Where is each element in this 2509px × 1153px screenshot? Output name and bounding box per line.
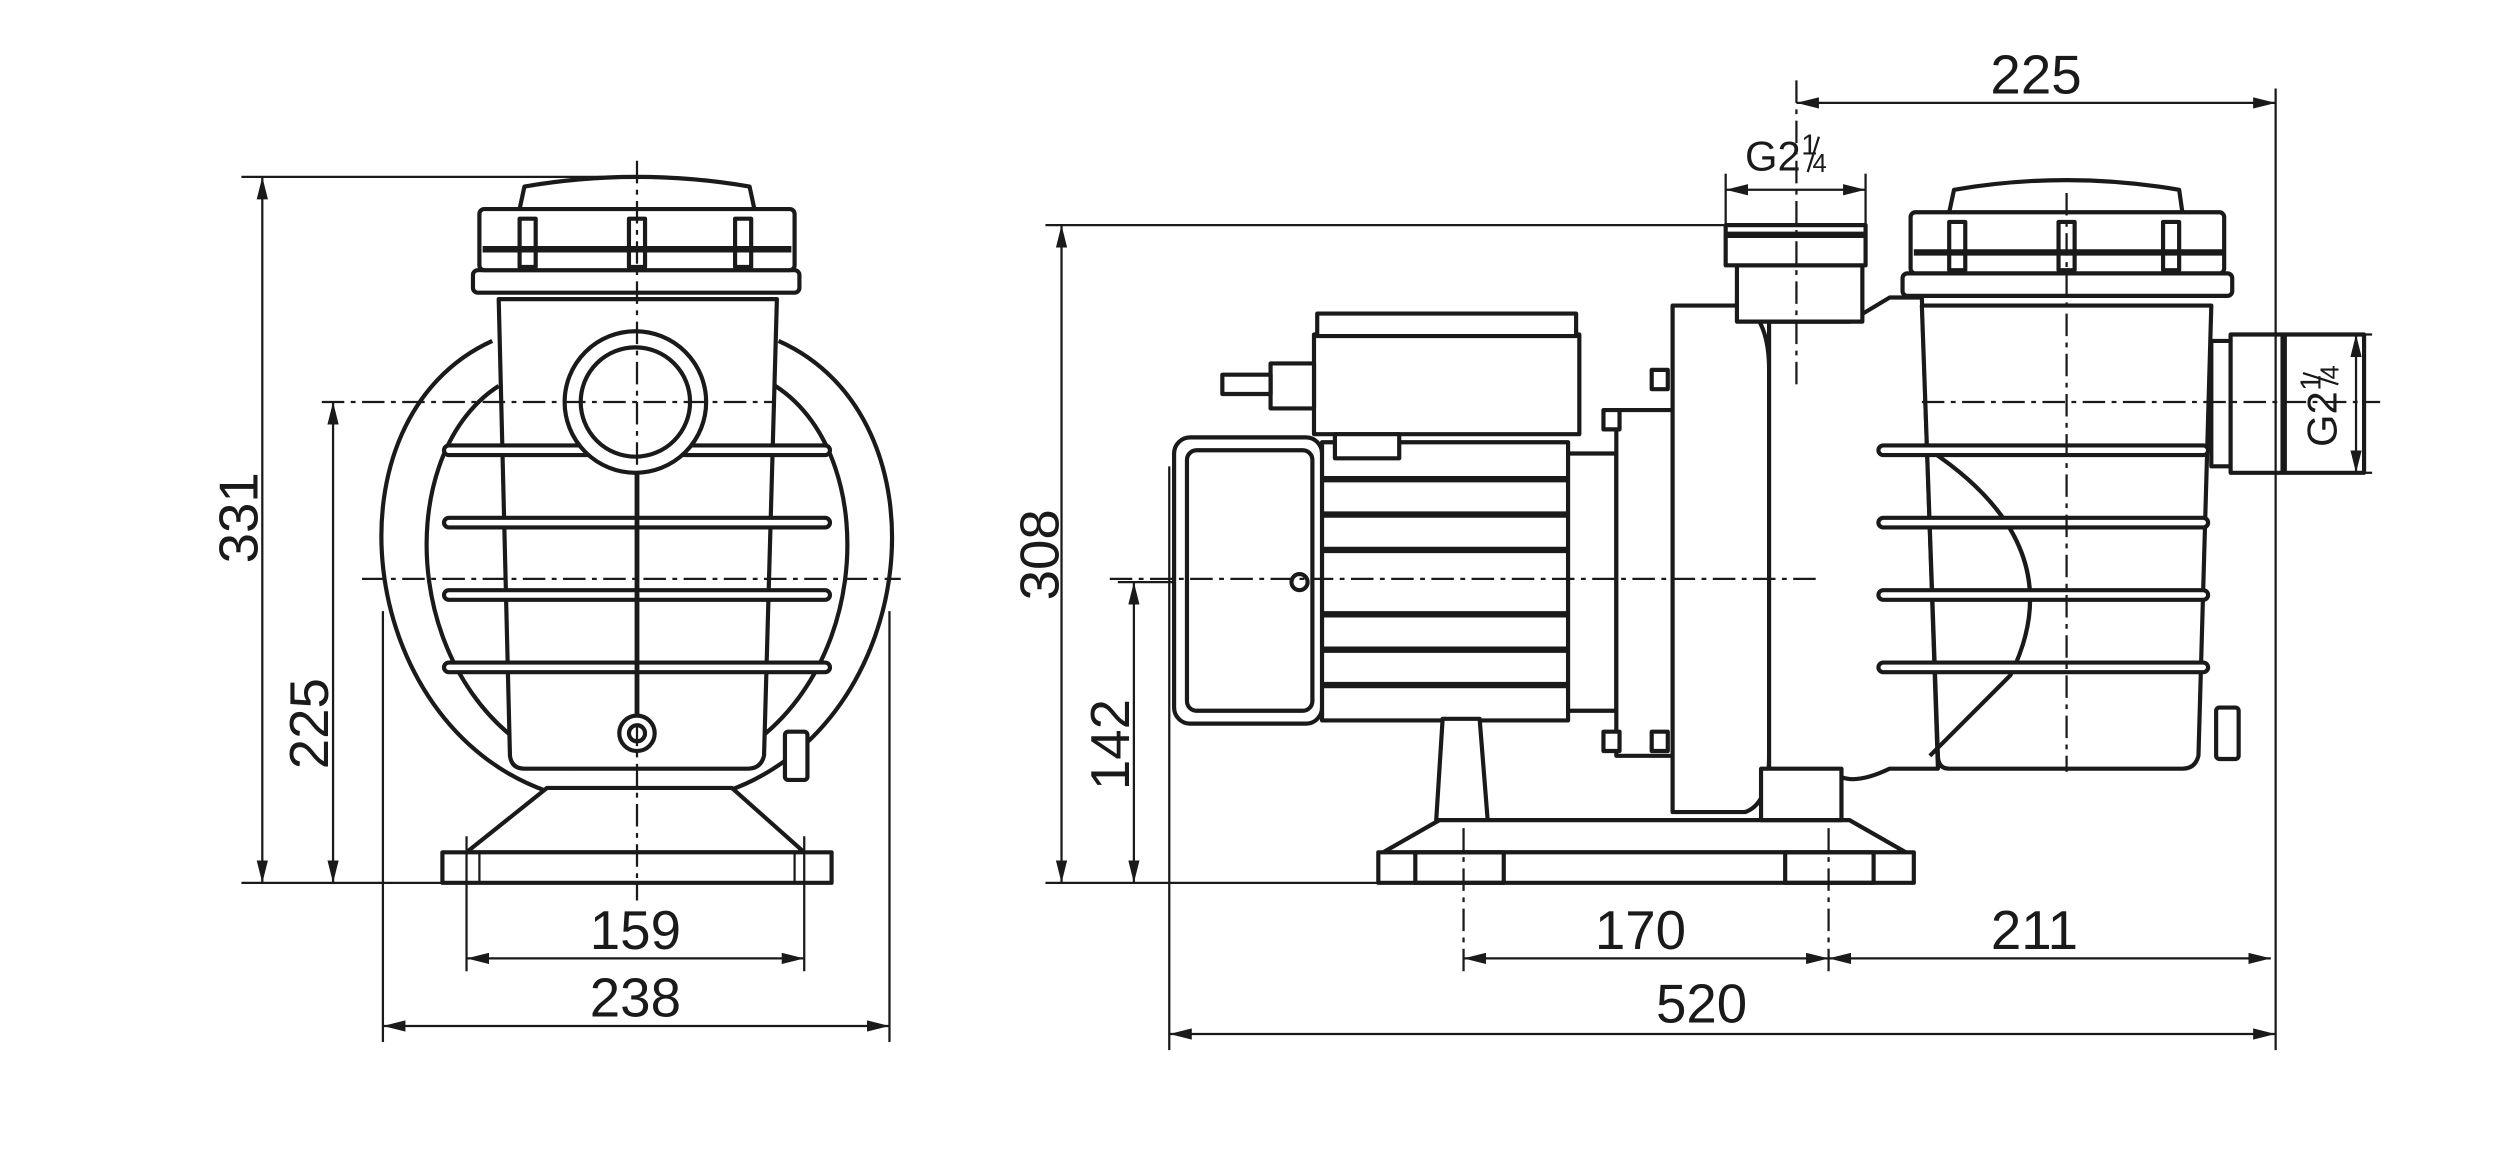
pump-housing [1601, 223, 1941, 815]
dim-height-total: 331 [208, 472, 269, 563]
dim-front-foot-spacing: 159 [590, 900, 681, 961]
dim-shaft-height: 142 [1080, 699, 1141, 790]
inlet-thread-den: 4 [2316, 365, 2344, 379]
dim-inlet-height: 225 [279, 678, 340, 769]
dim-foot-to-end: 211 [1991, 900, 2078, 961]
inlet-thread-main: G2 [2299, 391, 2346, 447]
inlet-thread-label: G2 1 4 [2296, 365, 2346, 447]
dim-outlet-offset: 225 [1990, 44, 2081, 105]
dim-outlet-height: 308 [1009, 509, 1070, 600]
side-view: 225 G2 1 4 G2 1 4 308 142 170 211 520 [1009, 44, 2381, 1051]
side-base [1376, 716, 1916, 885]
motor [1172, 435, 1619, 726]
outlet-thread-den: 4 [1813, 150, 1827, 178]
dim-side-foot-spacing: 170 [1595, 900, 1686, 961]
outlet-thread-label: G2 1 4 [1745, 129, 1827, 179]
dim-width-total: 238 [590, 967, 681, 1028]
strainer-basket [1876, 178, 2367, 771]
front-view: 331 225 159 238 [208, 160, 901, 1043]
outlet-thread-main: G2 [1745, 132, 1801, 179]
dim-length-total: 520 [1656, 974, 1747, 1035]
junction-box [1220, 311, 1582, 461]
